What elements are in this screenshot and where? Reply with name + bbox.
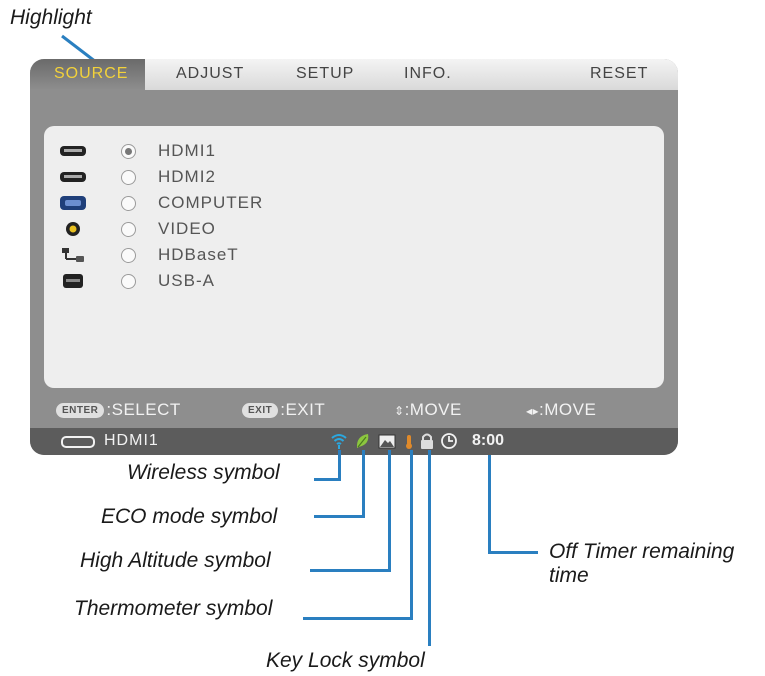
up-down-arrow-icon: ⇕ xyxy=(394,404,405,418)
callout-key-lock: Key Lock symbol xyxy=(266,649,425,672)
exit-key-icon: EXIT xyxy=(242,403,279,418)
callout-thermometer: Thermometer symbol xyxy=(74,597,273,620)
tab-source[interactable]: SOURCE xyxy=(54,65,129,82)
radio-hdbaset[interactable] xyxy=(121,248,136,263)
hdmi-icon xyxy=(60,146,86,156)
source-label-hdmi2: HDMI2 xyxy=(158,167,216,186)
hdbaset-network-icon xyxy=(62,248,84,262)
highlight-leader-line xyxy=(61,34,97,64)
help-move-vertical-text: :MOVE xyxy=(404,400,462,419)
enter-key-icon: ENTER xyxy=(56,403,105,418)
off-timer-leader-horizontal xyxy=(488,551,538,554)
help-exit: EXIT:EXIT xyxy=(242,400,325,422)
tab-adjust[interactable]: ADJUST xyxy=(176,65,245,82)
help-move-vertical: ⇕:MOVE xyxy=(394,400,462,422)
callout-high-altitude: High Altitude symbol xyxy=(80,549,271,572)
source-item-hdbaset[interactable]: HDBaseT xyxy=(44,244,444,266)
radio-computer[interactable] xyxy=(121,196,136,211)
tab-reset[interactable]: RESET xyxy=(590,65,649,82)
wireless-icon xyxy=(331,434,347,449)
source-item-computer[interactable]: COMPUTER xyxy=(44,192,444,214)
active-tab-highlight xyxy=(30,59,145,90)
vga-computer-icon xyxy=(60,196,86,210)
help-move-horizontal: ◂▸:MOVE xyxy=(526,400,596,422)
callout-off-timer-line2: time xyxy=(549,564,589,587)
high-altitude-leader-horizontal xyxy=(310,569,391,572)
left-right-arrow-icon: ◂▸ xyxy=(526,404,540,418)
eco-leaf-icon xyxy=(356,434,369,448)
callout-eco-mode: ECO mode symbol xyxy=(101,505,278,528)
wireless-leader-vertical xyxy=(338,450,341,480)
tab-setup[interactable]: SETUP xyxy=(296,65,355,82)
usb-icon xyxy=(63,274,83,288)
source-label-hdmi1: HDMI1 xyxy=(158,141,216,160)
thermometer-leader-vertical xyxy=(410,450,413,620)
hdmi-icon xyxy=(61,436,95,448)
thermometer-leader-horizontal xyxy=(303,617,413,620)
osd-menu: SOURCE ADJUST SETUP INFO. RESET HDMI1 HD… xyxy=(30,59,678,455)
status-input-label: HDMI1 xyxy=(104,432,159,449)
source-label-computer: COMPUTER xyxy=(158,193,264,212)
source-item-usb-a[interactable]: USB-A xyxy=(44,270,444,292)
video-rca-icon xyxy=(66,222,80,236)
eco-leader-horizontal xyxy=(314,515,365,518)
radio-hdmi1[interactable] xyxy=(121,144,136,159)
key-lock-icon xyxy=(421,433,433,449)
off-timer-remaining: 8:00 xyxy=(472,432,505,449)
source-label-hdbaset: HDBaseT xyxy=(158,245,239,264)
menu-tab-bar: SOURCE ADJUST SETUP INFO. RESET xyxy=(30,59,678,90)
tab-info[interactable]: INFO. xyxy=(404,65,452,82)
thermometer-icon xyxy=(406,435,412,449)
wireless-leader-horizontal xyxy=(314,478,341,481)
hdmi-icon xyxy=(60,172,86,182)
help-select: ENTER:SELECT xyxy=(56,400,181,422)
source-label-video: VIDEO xyxy=(158,219,216,238)
high-altitude-leader-vertical xyxy=(388,450,391,572)
source-item-video[interactable]: VIDEO xyxy=(44,218,444,240)
callout-off-timer-line1: Off Timer remaining xyxy=(549,540,735,563)
callout-highlight: Highlight xyxy=(10,6,92,29)
off-timer-leader-vertical xyxy=(488,455,491,554)
source-label-usb-a: USB-A xyxy=(158,271,215,290)
key-lock-leader-vertical xyxy=(428,450,431,646)
source-item-hdmi2[interactable]: HDMI2 xyxy=(44,166,444,188)
source-list-panel: HDMI1 HDMI2 COMPUTER VIDEO xyxy=(44,126,664,388)
radio-usb-a[interactable] xyxy=(121,274,136,289)
clock-icon xyxy=(441,433,457,449)
radio-hdmi2[interactable] xyxy=(121,170,136,185)
radio-video[interactable] xyxy=(121,222,136,237)
help-move-horizontal-text: :MOVE xyxy=(539,400,597,419)
callout-wireless: Wireless symbol xyxy=(127,461,280,484)
status-bar: HDMI1 8:00 xyxy=(30,428,678,455)
eco-leader-vertical xyxy=(362,450,365,518)
high-altitude-mountain-icon xyxy=(378,434,396,449)
source-item-hdmi1[interactable]: HDMI1 xyxy=(44,140,444,162)
help-select-text: :SELECT xyxy=(106,400,181,419)
help-exit-text: :EXIT xyxy=(280,400,326,419)
